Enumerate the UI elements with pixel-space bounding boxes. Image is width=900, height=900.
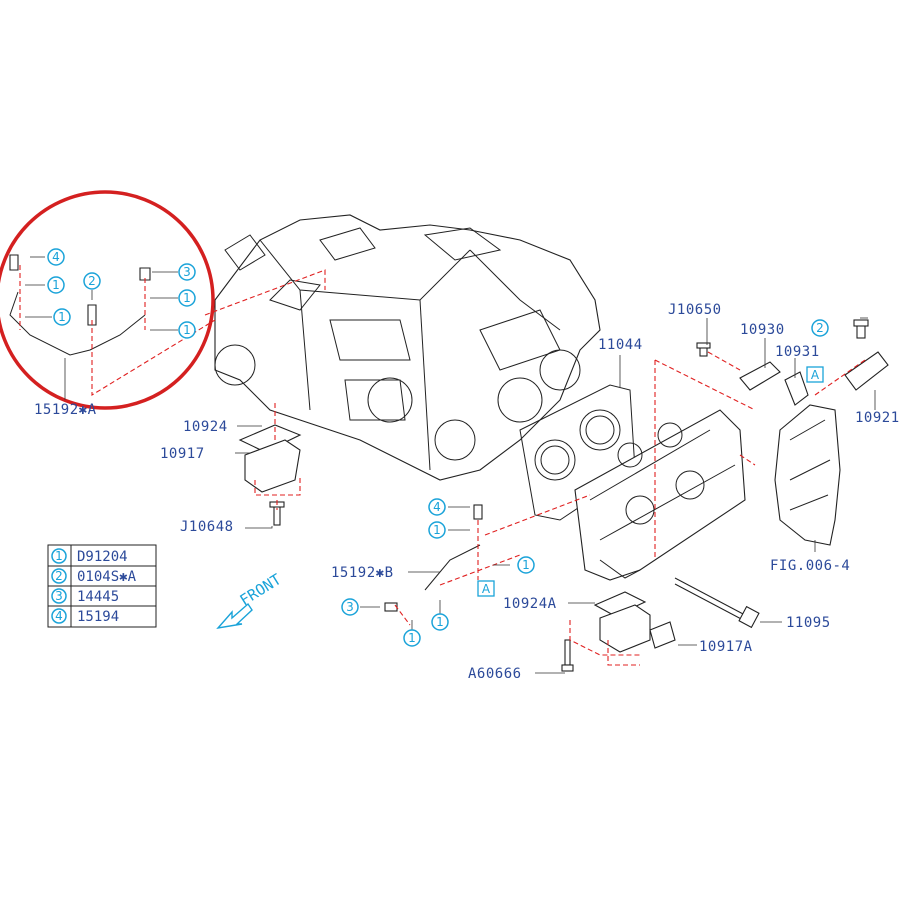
callout-1: 1 xyxy=(178,321,196,339)
label-10917: 10917 xyxy=(160,446,205,462)
cam-sensor-group xyxy=(696,319,889,406)
svg-text:A: A xyxy=(482,582,491,596)
oil-pipe-15192a xyxy=(9,254,151,356)
oil-control-valve-right xyxy=(561,591,676,672)
head-bolt-11095 xyxy=(674,577,760,629)
label-10924a: 10924A xyxy=(503,596,557,612)
svg-text:2: 2 xyxy=(816,321,824,335)
svg-text:1: 1 xyxy=(408,631,416,645)
dashed-guide-lines xyxy=(19,265,866,666)
callout-2: 2 xyxy=(811,319,829,337)
svg-text:4: 4 xyxy=(433,500,441,514)
svg-text:D91204: D91204 xyxy=(77,549,128,565)
oil-pipe-15192b xyxy=(384,504,483,612)
label-j10648: J10648 xyxy=(180,519,234,535)
callout-3: 3 xyxy=(178,263,196,281)
callout-1: 1 xyxy=(428,521,446,539)
oil-control-valve-left xyxy=(238,424,302,526)
label-10921: 10921 xyxy=(855,410,900,426)
svg-text:15194: 15194 xyxy=(77,609,119,625)
svg-text:3: 3 xyxy=(55,589,63,603)
head-gasket-11044 xyxy=(519,384,636,521)
svg-text:2: 2 xyxy=(55,569,63,583)
label-fig006-4: FIG.006-4 xyxy=(770,558,850,574)
label-10930: 10930 xyxy=(740,322,785,338)
callout-1: 1 xyxy=(431,613,449,631)
callout-1: 1 xyxy=(517,556,535,574)
cylinder-head xyxy=(574,409,746,581)
legend-row: 2 0104S✱A xyxy=(51,568,137,585)
svg-text:4: 4 xyxy=(55,609,63,623)
label-15192b: 15192✱B xyxy=(331,565,394,581)
label-15192a: 15192✱A xyxy=(34,402,97,418)
callout-1: 1 xyxy=(178,289,196,307)
label-a60666: A60666 xyxy=(468,666,522,682)
label-10917a: 10917A xyxy=(699,639,753,655)
callout-1: 1 xyxy=(53,308,71,326)
reference-box-a: A xyxy=(806,366,824,383)
front-arrow-icon xyxy=(216,602,253,630)
svg-text:1: 1 xyxy=(52,278,60,292)
svg-text:A: A xyxy=(811,368,820,382)
callout-4: 4 xyxy=(428,498,446,516)
svg-text:3: 3 xyxy=(346,600,354,614)
part-labels: 15192✱A 10924 10917 J10648 J10650 10930 … xyxy=(34,302,900,682)
label-10931: 10931 xyxy=(775,344,820,360)
legend-row: 3 14445 xyxy=(51,588,119,605)
cam-cover xyxy=(774,404,841,546)
svg-text:2: 2 xyxy=(88,274,96,288)
callout-2: 2 xyxy=(83,272,101,290)
svg-text:1: 1 xyxy=(183,323,191,337)
svg-text:1: 1 xyxy=(436,615,444,629)
callout-4: 4 xyxy=(47,248,65,266)
legend-table: 1 D91204 2 0104S✱A 3 14445 4 15194 xyxy=(47,544,157,628)
label-j10650: J10650 xyxy=(668,302,722,318)
label-10924: 10924 xyxy=(183,419,228,435)
callout-markers: 4 1 1 2 3 1 1 2 4 1 1 3 1 1 xyxy=(47,248,829,647)
leader-lines xyxy=(25,256,876,674)
svg-text:1: 1 xyxy=(58,310,66,324)
legend-row: 1 D91204 xyxy=(51,548,128,565)
svg-text:1: 1 xyxy=(183,291,191,305)
svg-text:0104S✱A: 0104S✱A xyxy=(77,569,137,585)
svg-text:14445: 14445 xyxy=(77,589,119,605)
label-11044: 11044 xyxy=(598,337,643,353)
callout-1: 1 xyxy=(47,276,65,294)
reference-box-a: A xyxy=(477,580,495,597)
callout-1: 1 xyxy=(403,629,421,647)
legend-row: 4 15194 xyxy=(51,608,119,625)
svg-text:3: 3 xyxy=(183,265,191,279)
svg-text:FRONT: FRONT xyxy=(237,570,285,609)
label-11095: 11095 xyxy=(786,615,831,631)
engine-block xyxy=(214,214,601,481)
front-direction-indicator: FRONT xyxy=(216,570,285,630)
svg-text:4: 4 xyxy=(52,250,60,264)
highlight-circle xyxy=(0,190,215,410)
callout-3: 3 xyxy=(341,598,359,616)
svg-text:1: 1 xyxy=(433,523,441,537)
svg-text:1: 1 xyxy=(55,549,63,563)
svg-text:1: 1 xyxy=(522,558,530,572)
